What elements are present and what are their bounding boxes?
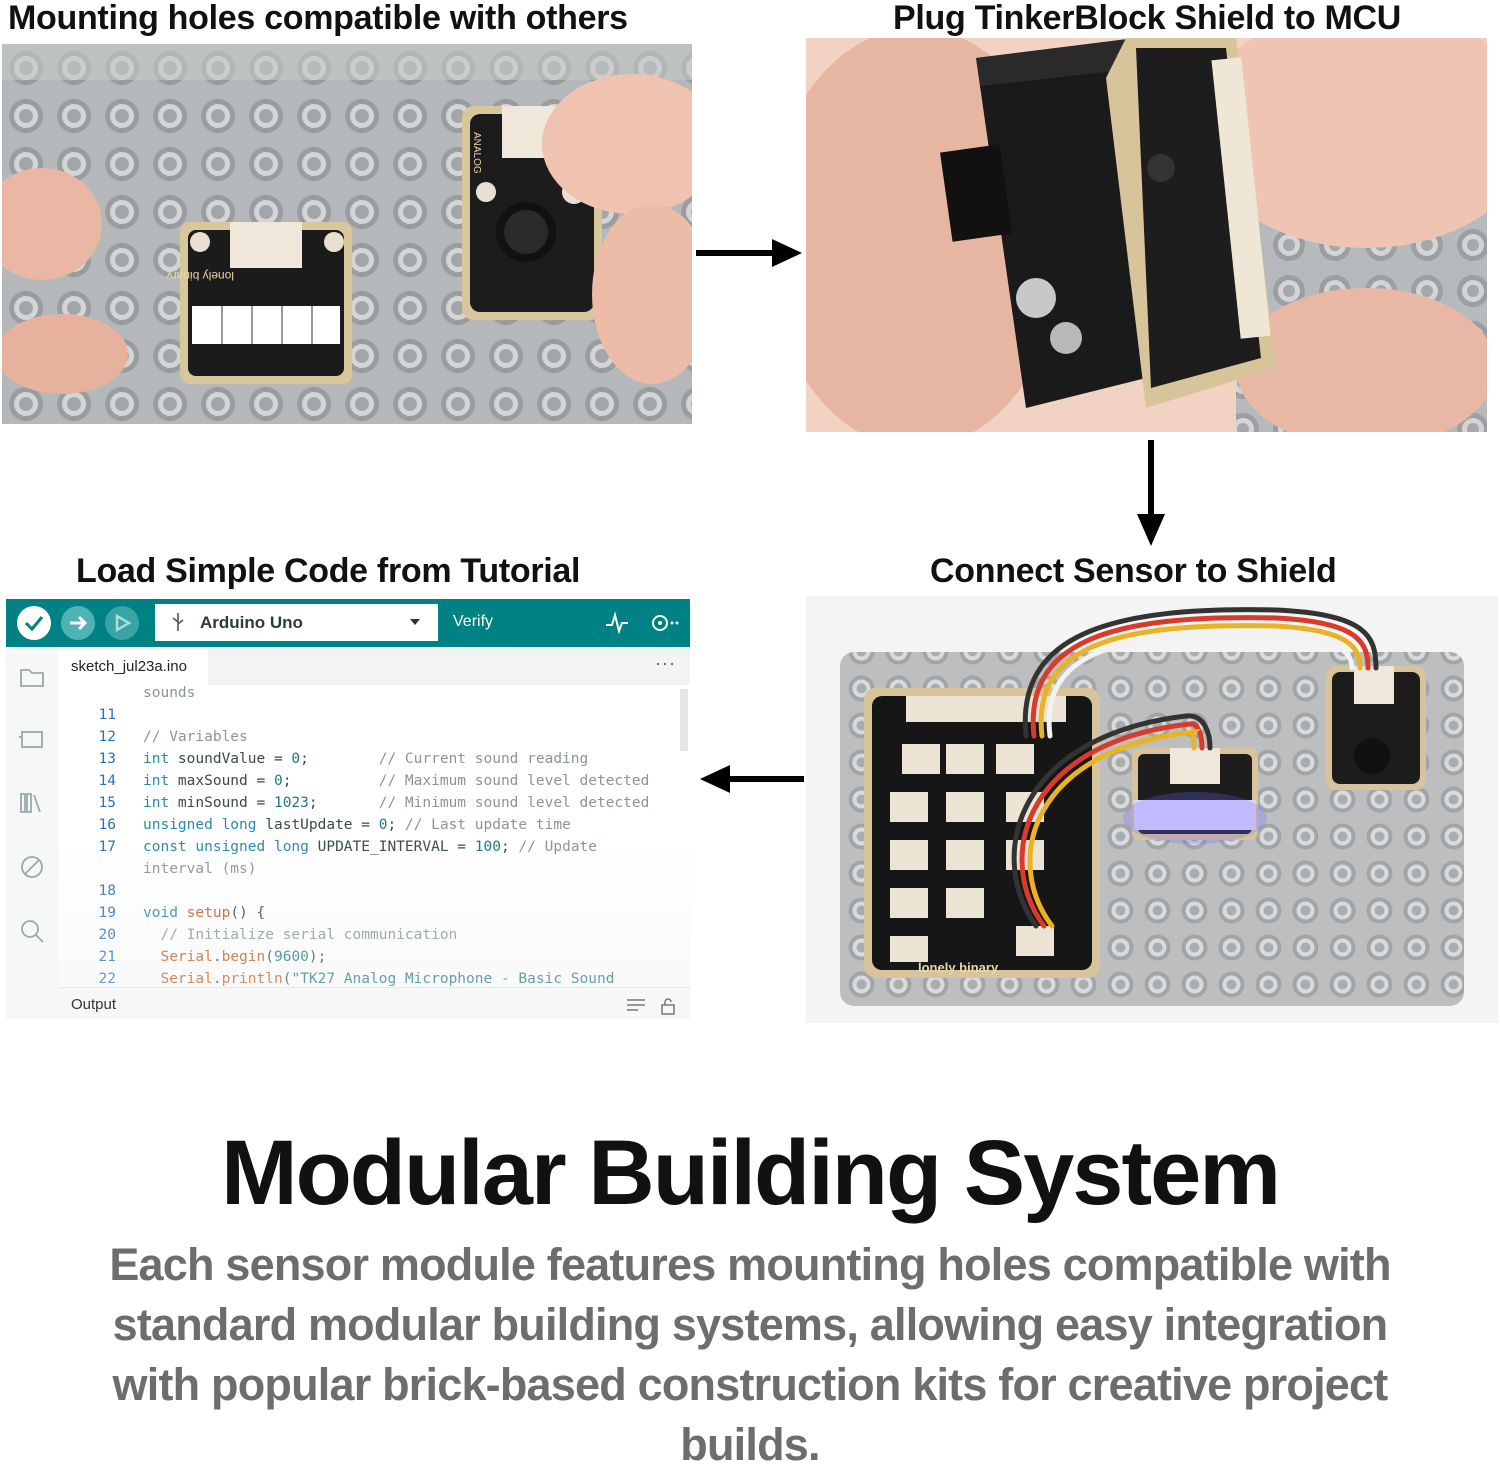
output-label: Output: [71, 996, 117, 1013]
arduino-ide: Arduino Uno Verify sketch_jul23a.ino ···…: [6, 599, 690, 1019]
pulse-icon[interactable]: [606, 611, 628, 635]
code-line: const unsigned long UPDATE_INTERVAL = 10…: [143, 839, 598, 855]
line-number: 17: [98, 839, 116, 855]
headline: Modular Building System: [220, 1122, 1281, 1224]
arrow-down-icon: [1137, 440, 1165, 546]
shield-silk: lonely binary: [918, 960, 999, 975]
more-icon[interactable]: ···: [655, 653, 676, 673]
clear-output-icon[interactable]: [626, 997, 646, 1013]
scrollbar[interactable]: [680, 689, 688, 751]
code-line: interval (ms): [143, 861, 257, 877]
line-number: 13: [98, 751, 116, 767]
arrow-left-icon: [700, 765, 804, 793]
line-number: 11: [98, 707, 116, 723]
ide-tabbar: sketch_jul23a.ino ···: [58, 647, 690, 685]
line-number: 19: [98, 905, 116, 921]
output-panel: Output: [58, 987, 690, 1019]
code-line: void setup() {: [143, 905, 266, 921]
line-number: 22: [98, 971, 116, 987]
ide-toolbar: Arduino Uno Verify: [6, 599, 690, 647]
board-selector[interactable]: Arduino Uno: [155, 604, 438, 641]
code-line: // Initialize serial communication: [160, 927, 458, 943]
code-line: Serial.println("TK27 Analog Microphone -…: [160, 971, 615, 987]
step4-title: Load Simple Code from Tutorial: [76, 552, 581, 590]
line-number: 12: [98, 729, 116, 745]
debug-icon: [115, 613, 132, 633]
search-icon[interactable]: [18, 917, 46, 945]
code-line: Serial.begin(9600);: [160, 949, 327, 965]
code-line: sounds: [143, 685, 196, 701]
code-line: // Variables: [143, 729, 248, 745]
photo-connect-sensor: lonely binary: [806, 596, 1498, 1023]
step2-title: Plug TinkerBlock Shield to MCU: [893, 0, 1401, 37]
step1-title: Mounting holes compatible with others: [8, 0, 628, 37]
upload-button[interactable]: [61, 606, 95, 640]
tab-sketch[interactable]: sketch_jul23a.ino: [58, 647, 208, 685]
description: Each sensor module features mounting hol…: [109, 1239, 1391, 1470]
module2-silk: ANALOG: [471, 132, 482, 174]
line-number: 20: [98, 927, 116, 943]
line-number: 15: [98, 795, 116, 811]
lock-icon[interactable]: [660, 997, 676, 1015]
code-line: int maxSound = 0; // Maximum sound level…: [143, 773, 650, 789]
debug-button[interactable]: [105, 606, 139, 640]
verify-button[interactable]: [17, 606, 51, 640]
tab-label: sketch_jul23a.ino: [71, 658, 187, 675]
line-number: 16: [98, 817, 116, 833]
code-line: unsigned long lastUpdate = 0; // Last up…: [143, 817, 571, 833]
code-line: int soundValue = 0; // Current sound rea…: [143, 751, 589, 767]
code-line: int minSound = 1023; // Minimum sound le…: [143, 795, 650, 811]
chevron-down-icon: [410, 619, 420, 625]
usb-icon: [172, 613, 184, 631]
line-number: 14: [98, 773, 116, 789]
module1-silk: lonely binary: [167, 269, 234, 283]
folder-icon[interactable]: [18, 663, 46, 691]
action-label: Verify: [453, 613, 494, 630]
photo-mounting-holes: lonely binary ANALOG: [2, 44, 692, 424]
step3-title: Connect Sensor to Shield: [930, 552, 1337, 590]
board-icon[interactable]: [18, 725, 46, 753]
check-icon: [24, 616, 44, 632]
library-icon[interactable]: [18, 789, 46, 817]
line-number: 18: [98, 883, 116, 899]
serial-monitor-icon[interactable]: [648, 611, 680, 635]
code-editor[interactable]: sounds 11 12 // Variables 13 int soundValue =…: [58, 685, 690, 987]
board-name: Arduino Uno: [200, 613, 303, 632]
arrow-right-icon: [70, 615, 88, 631]
ide-sidebar: [6, 647, 59, 1019]
photo-plug-shield: [806, 38, 1487, 432]
arrow-right-icon: [696, 239, 802, 267]
line-number: 21: [98, 949, 116, 965]
debug-off-icon[interactable]: [18, 853, 46, 881]
